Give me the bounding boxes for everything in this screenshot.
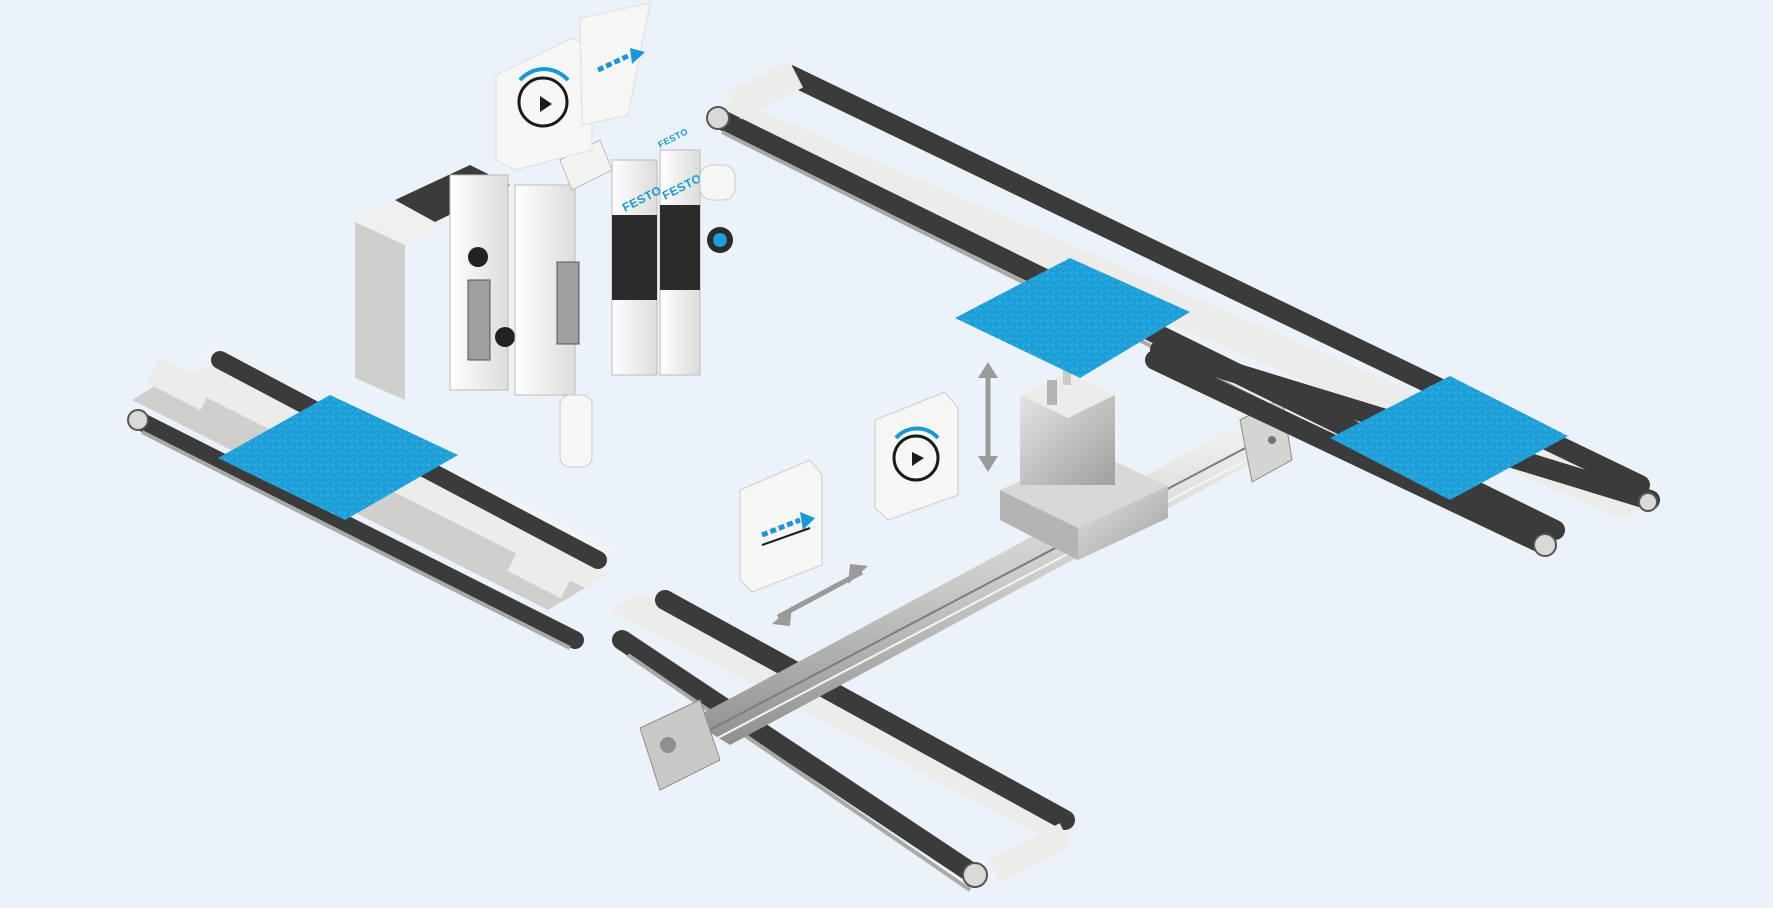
workpiece-right xyxy=(1330,376,1568,500)
rotary-dial-icon xyxy=(517,76,569,128)
workpiece-center xyxy=(955,258,1190,378)
rotary-tile xyxy=(874,391,959,521)
linear-axis xyxy=(639,397,1293,791)
conveyor-bottom xyxy=(610,590,1078,892)
workpiece-left xyxy=(218,395,458,520)
double-arrow-vertical-icon xyxy=(978,362,998,472)
gripper-carriage xyxy=(1000,355,1168,560)
double-arrow-horizontal-icon xyxy=(772,564,868,626)
linear-tile-top xyxy=(579,2,651,126)
linear-motion-arrow-icon xyxy=(761,517,801,538)
linear-motion-tile xyxy=(739,459,823,593)
brand-label-3: FESTO xyxy=(656,126,689,150)
linear-motion-arrow-icon xyxy=(596,52,632,73)
rotary-dial-icon xyxy=(892,434,940,482)
rotary-tile-top xyxy=(495,37,593,171)
valve-terminal: FESTO FESTO FESTO xyxy=(355,126,736,468)
